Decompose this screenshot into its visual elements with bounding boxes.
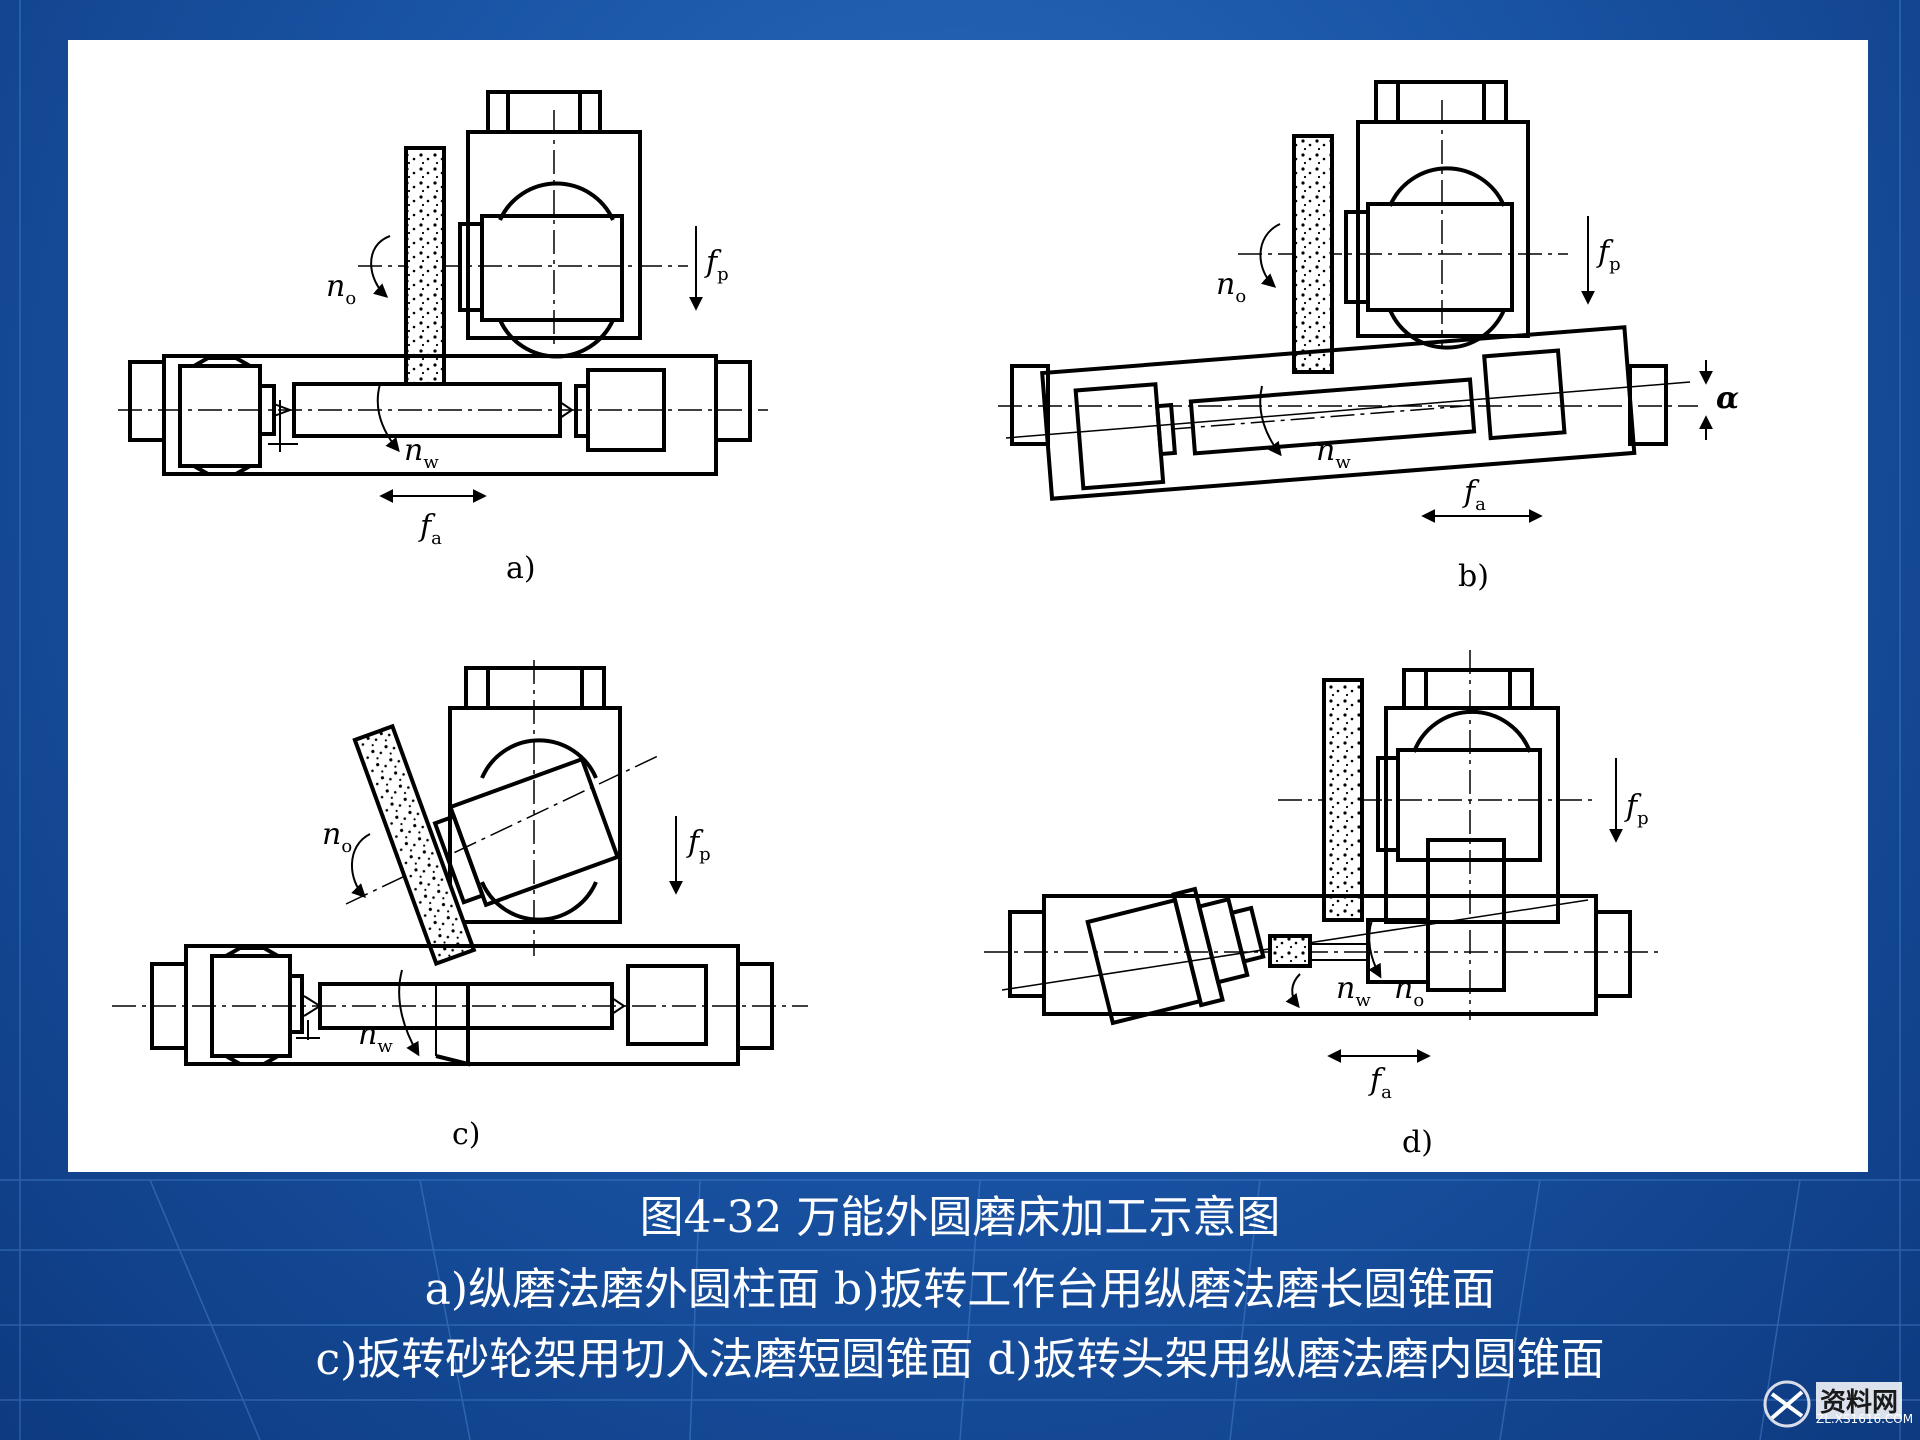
label-nw-c: nw	[358, 1017, 393, 1057]
grinding-wheel-d	[1322, 678, 1364, 922]
watermark-logo-text: 资料网	[1816, 1382, 1903, 1419]
table-c	[184, 944, 740, 1066]
spindle-box-c	[432, 756, 621, 908]
site-watermark: 资料网 ZL.XS1616.COM	[1762, 1376, 1914, 1436]
label-no-c: no	[322, 817, 352, 857]
sublabel-c: c)	[452, 1117, 481, 1152]
sublabel-a: a)	[506, 551, 536, 586]
grinding-wheel-a	[404, 146, 446, 386]
spindle-box-b	[1366, 202, 1514, 312]
label-no-b: no	[1216, 267, 1246, 307]
sublabel-d: d)	[1402, 1125, 1433, 1160]
spindle-box-a	[480, 214, 624, 322]
label-nw-a: nw	[404, 433, 439, 473]
label-no-d: no	[1394, 971, 1424, 1011]
logo-icon	[1763, 1380, 1811, 1428]
label-fp-a: fp	[704, 245, 729, 285]
headstock-a	[178, 364, 262, 468]
label-fp-b: fp	[1596, 235, 1621, 275]
caption-line-ab: a)纵磨法磨外圆柱面 b)扳转工作台用纵磨法磨长圆锥面	[424, 1264, 1496, 1315]
wheelhead-body-d	[1384, 706, 1560, 924]
wheelhead-body-b	[1356, 120, 1530, 338]
diagram-b	[998, 80, 1713, 523]
label-fa-d: fa	[1368, 1063, 1392, 1103]
watermark-site: ZL.XS1616.COM	[1816, 1412, 1914, 1426]
diagram-a	[118, 90, 768, 503]
tailstock-c	[626, 964, 708, 1046]
sublabel-b: b)	[1458, 559, 1489, 594]
no-rotation-c	[351, 833, 371, 898]
no-rotation-b	[1259, 223, 1281, 288]
nw-rotation-a	[376, 383, 400, 453]
grinding-wheel-c	[352, 723, 477, 967]
tailstock-a	[586, 368, 666, 452]
label-nw-b: nw	[1316, 433, 1351, 473]
no-rotation-a	[370, 235, 391, 298]
spindle-box-d	[1396, 748, 1542, 862]
no-rotation-d	[1368, 919, 1382, 979]
label-fp-d: fp	[1624, 789, 1649, 829]
diagram-d	[984, 650, 1658, 1063]
nw-rotation-d	[1285, 973, 1301, 1009]
grinding-wheel-b	[1292, 134, 1334, 374]
figure-panel: no fp nw fa a)	[68, 40, 1868, 1172]
headstock-d	[1085, 886, 1266, 1026]
label-fp-c: fp	[686, 825, 711, 865]
grinding-diagram: no fp nw fa a)	[112, 80, 1739, 1160]
internal-wheel-d	[1268, 934, 1312, 968]
wheelhead-body-c	[448, 706, 622, 924]
label-fa-b: fa	[1462, 475, 1486, 515]
label-fa-a: fa	[418, 509, 442, 549]
workpiece-a	[292, 382, 562, 438]
label-nw-d: nw	[1336, 971, 1371, 1011]
diagram-c	[112, 660, 808, 1067]
label-no-a: no	[326, 269, 356, 309]
label-alpha: α	[1716, 381, 1739, 416]
figure-title: 图4-32 万能外圆磨床加工示意图	[639, 1192, 1281, 1243]
wheelhead-top-a	[486, 90, 602, 134]
caption-line-cd: c)扳转砂轮架用切入法磨短圆锥面 d)扳转头架用纵磨法磨内圆锥面	[315, 1334, 1605, 1385]
nw-rotation-b	[1259, 385, 1282, 457]
internal-attachment-d	[1426, 838, 1506, 992]
nw-rotation-c	[398, 969, 420, 1057]
